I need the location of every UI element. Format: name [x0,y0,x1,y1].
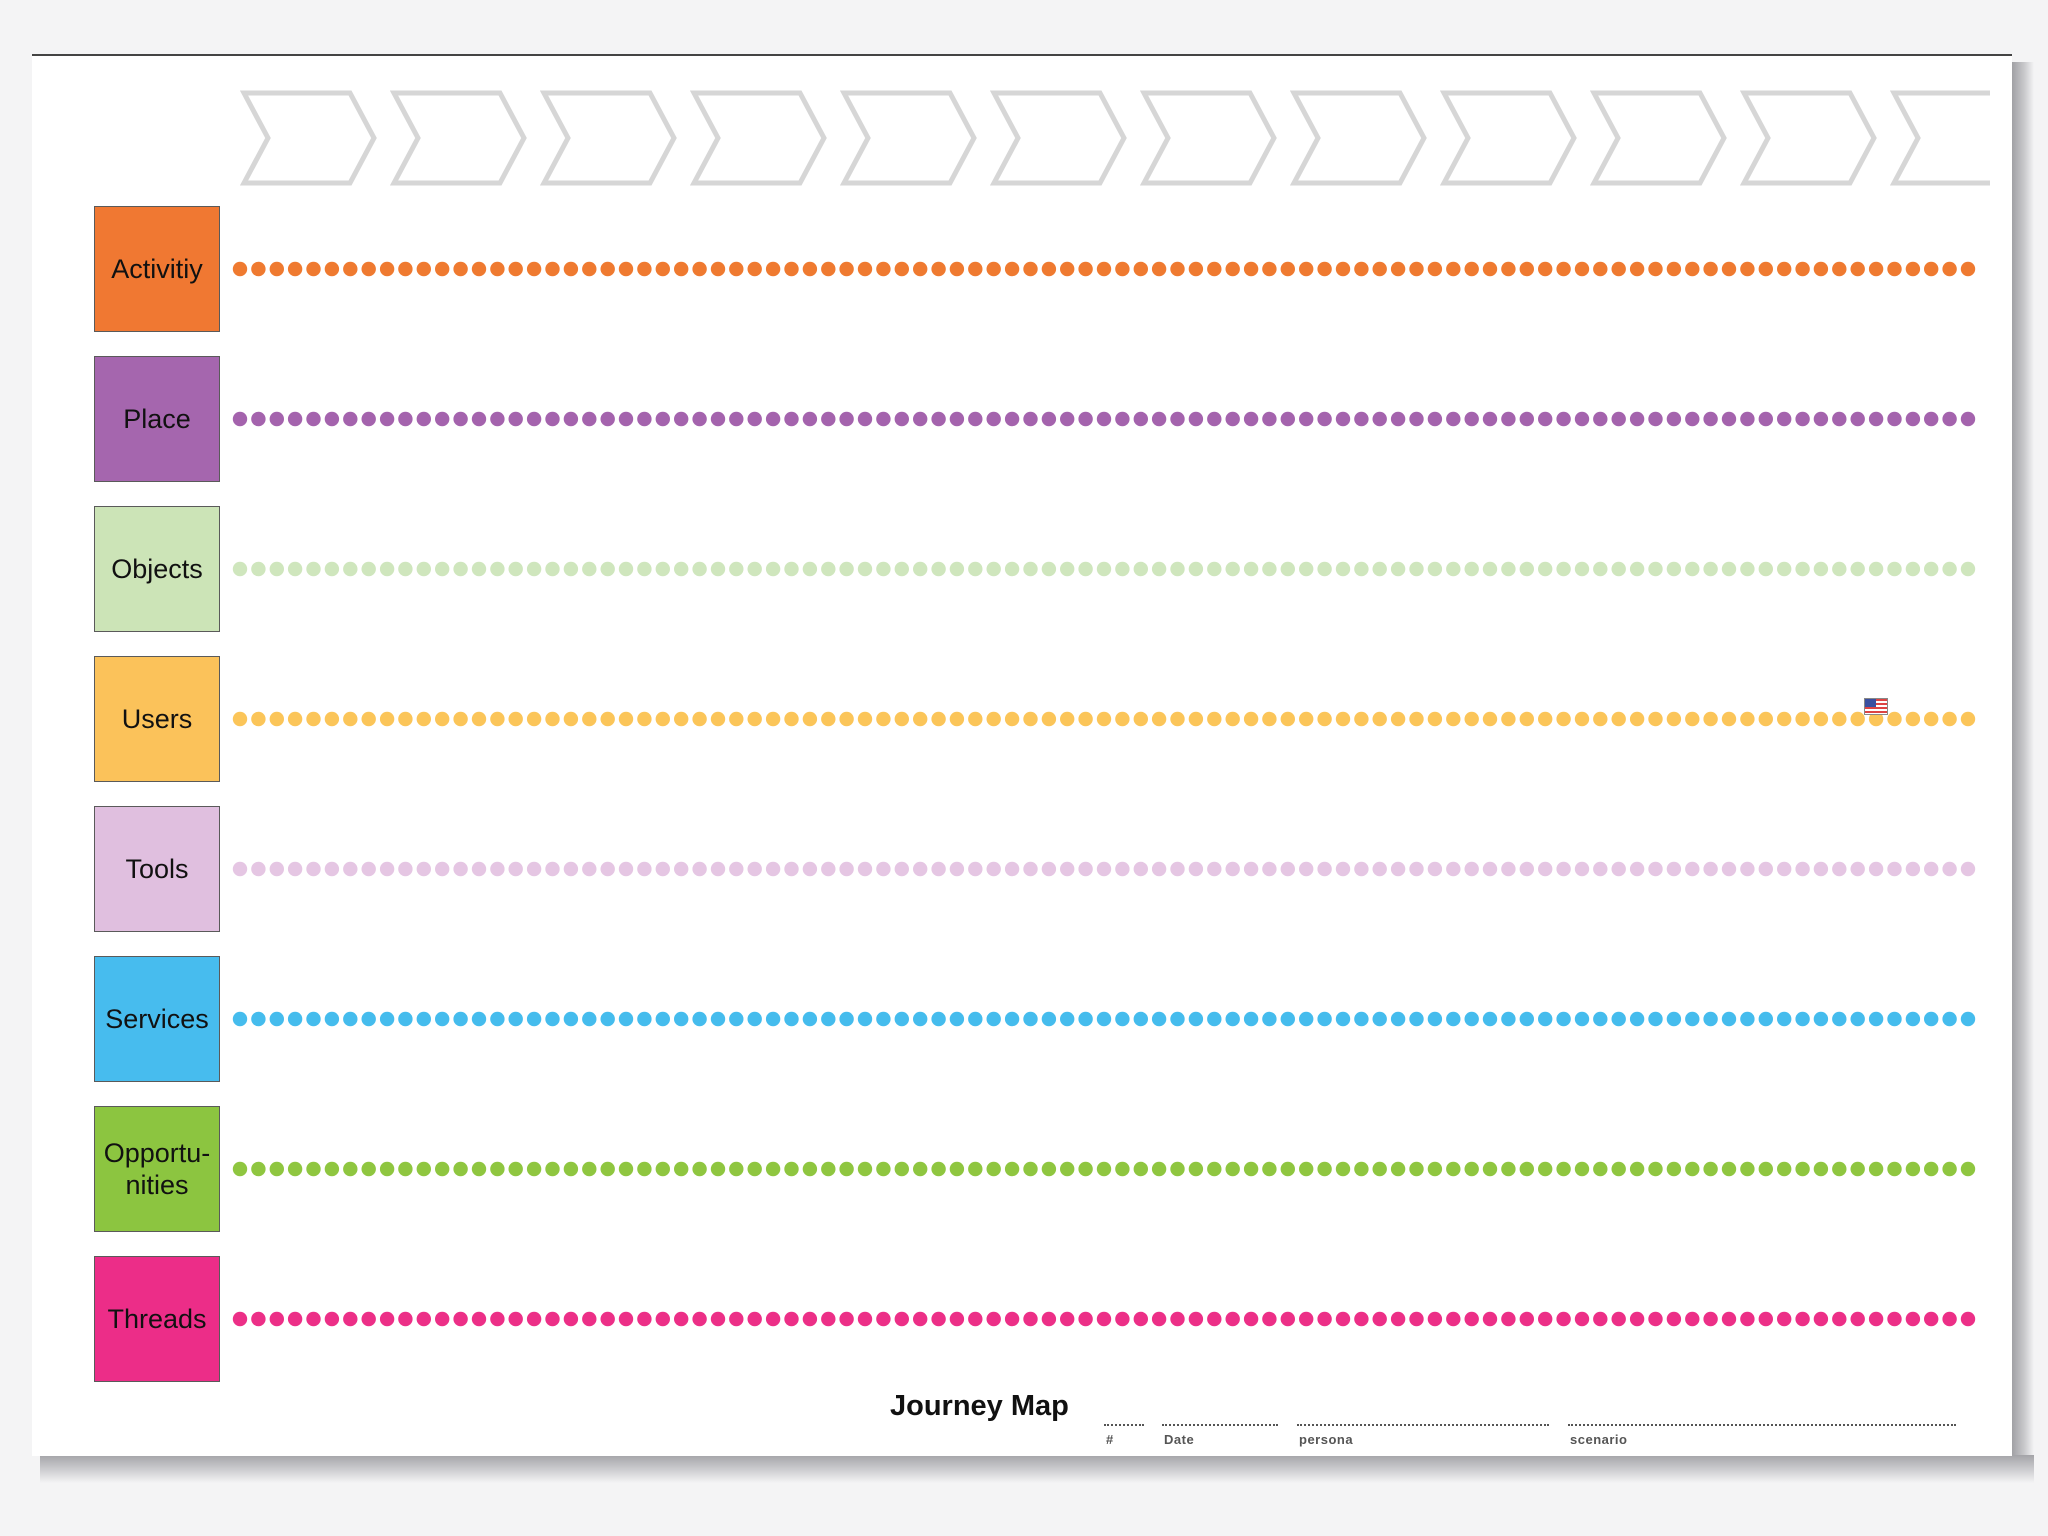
stage-chevron [1140,90,1280,186]
stage-chevron [1440,90,1580,186]
dotted-timeline-row [232,859,1992,879]
stage-chevron [240,90,380,186]
row-label-2: Place [94,356,220,482]
number-field[interactable]: # [1104,1424,1144,1458]
stage-chevron [540,90,680,186]
row-label-6: Services [94,956,220,1082]
journey-map-title: Journey Map [890,1390,1069,1422]
stage-chevron [390,90,530,186]
stage-chevron [840,90,980,186]
row-label-3: Objects [94,506,220,632]
stage-chevrons [240,90,1990,186]
dotted-timeline-row [232,1009,1992,1029]
row-label-5: Tools [94,806,220,932]
persona-field-label: persona [1299,1432,1354,1447]
dotted-timeline-row [232,559,1992,579]
date-field-label: Date [1164,1432,1195,1447]
dotted-timeline-row [232,1159,1992,1179]
stage-chevron [990,90,1130,186]
row-label-1: Activitiy [94,206,220,332]
us-flag-icon [1864,698,1888,715]
row-label-4: Users [94,656,220,782]
row-label-7: Opportu- nities [94,1106,220,1232]
stage-chevron [1890,90,1990,186]
date-field[interactable]: Date [1162,1424,1278,1458]
row-label-8: Threads [94,1256,220,1382]
dotted-timeline-row [232,259,1992,279]
stage-chevron [1740,90,1880,186]
sheet-shadow-bottom [40,1455,2034,1483]
dotted-timeline-row [232,409,1992,429]
stage-chevron [1290,90,1430,186]
number-field-label: # [1106,1432,1114,1447]
persona-field[interactable]: persona [1297,1424,1549,1458]
stage-chevron [1590,90,1730,186]
sheet-shadow-right [2010,62,2034,1460]
scenario-field[interactable]: scenario [1568,1424,1956,1458]
scenario-field-label: scenario [1570,1432,1628,1447]
dotted-timeline-row [232,709,1992,729]
dotted-timeline-row [232,1309,1992,1329]
stage-chevron [690,90,830,186]
